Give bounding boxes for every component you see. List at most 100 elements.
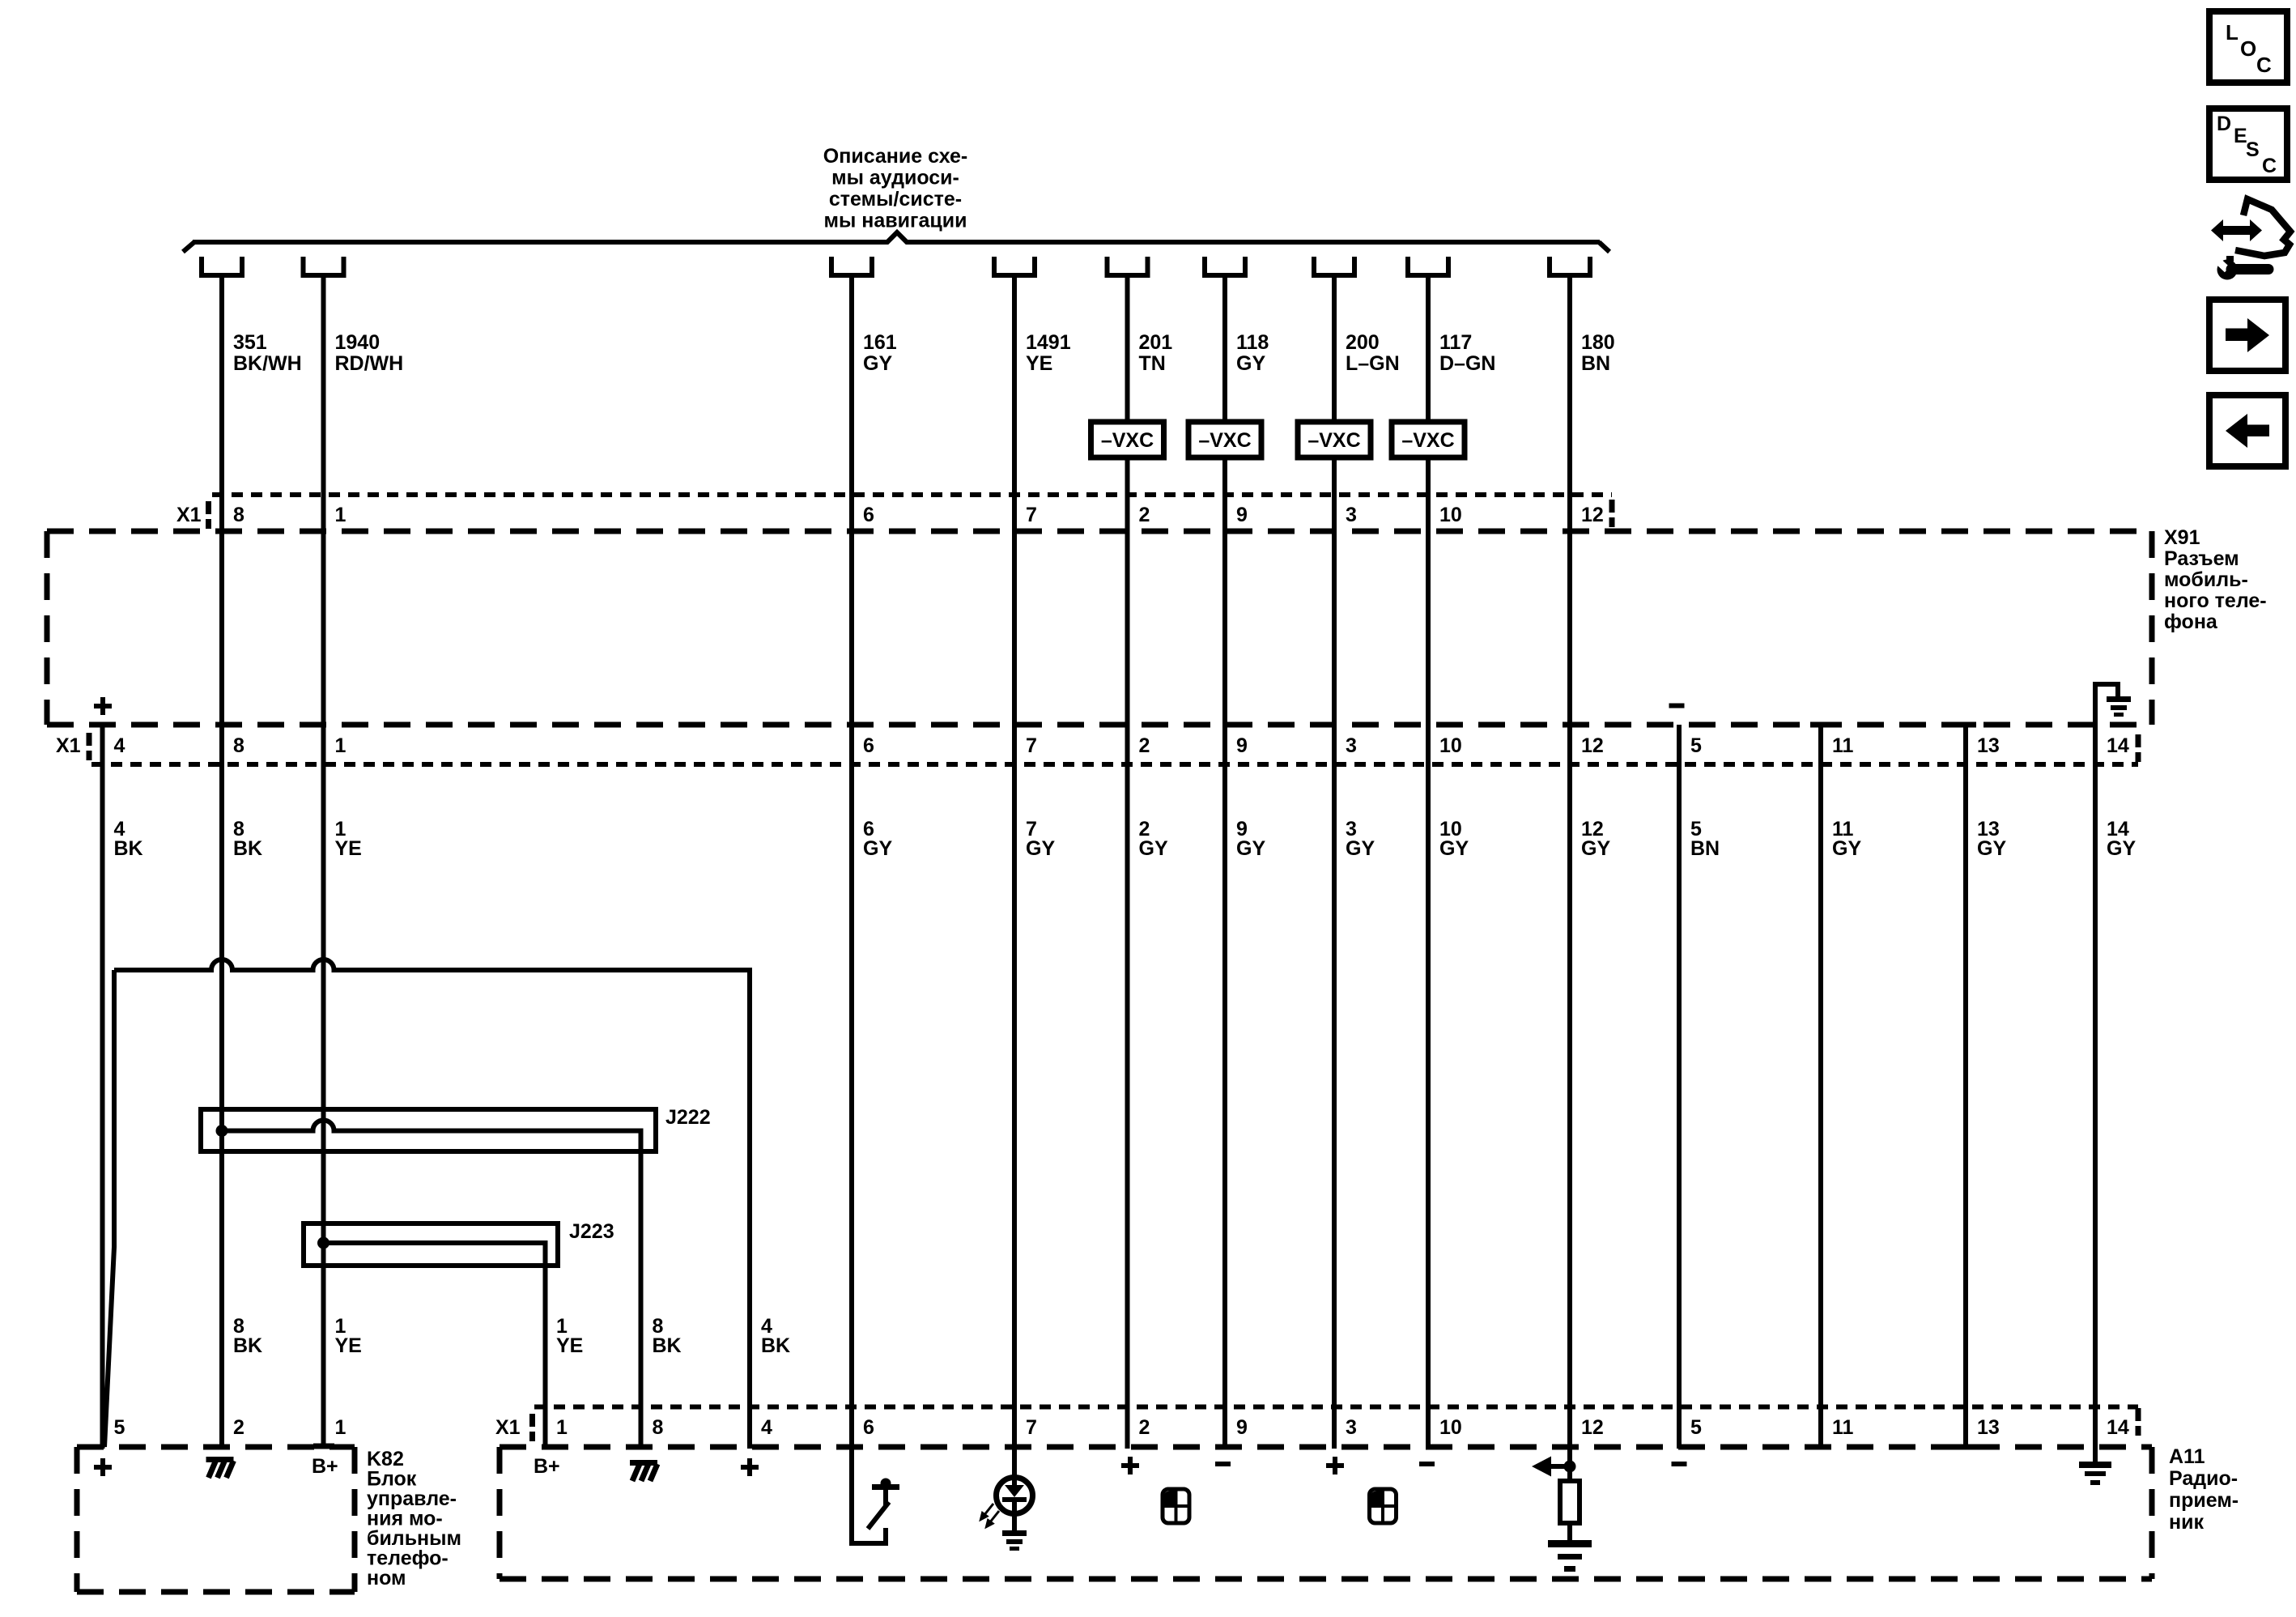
svg-text:–VXC: –VXC xyxy=(1401,429,1454,452)
svg-text:117: 117 xyxy=(1439,331,1472,354)
svg-text:180: 180 xyxy=(1581,331,1615,354)
svg-text:201: 201 xyxy=(1139,331,1173,354)
svg-text:GY: GY xyxy=(2107,837,2136,860)
svg-text:1491: 1491 xyxy=(1026,331,1071,354)
svg-text:GY: GY xyxy=(863,837,892,860)
svg-text:8: 8 xyxy=(233,734,244,757)
svg-text:D: D xyxy=(2217,113,2231,135)
svg-text:12: 12 xyxy=(1581,734,1604,757)
svg-text:4: 4 xyxy=(761,1416,772,1439)
svg-text:ния мо-: ния мо- xyxy=(367,1508,443,1530)
svg-text:GY: GY xyxy=(1439,837,1469,860)
svg-text:11: 11 xyxy=(1832,818,1854,840)
svg-text:J222: J222 xyxy=(665,1106,711,1129)
svg-text:RD/WH: RD/WH xyxy=(335,352,404,375)
svg-text:6: 6 xyxy=(863,504,874,526)
svg-text:ного теле-: ного теле- xyxy=(2164,589,2267,612)
svg-text:GY: GY xyxy=(1236,352,1265,375)
svg-text:2: 2 xyxy=(1139,504,1150,526)
svg-text:BK: BK xyxy=(233,837,262,860)
svg-text:L–GN: L–GN xyxy=(1346,352,1400,375)
svg-text:мы навигации: мы навигации xyxy=(824,210,967,232)
svg-text:2: 2 xyxy=(1139,1416,1150,1439)
svg-text:телефо-: телефо- xyxy=(367,1547,449,1570)
svg-text:8: 8 xyxy=(653,1416,664,1439)
svg-text:6: 6 xyxy=(863,734,874,757)
svg-text:9: 9 xyxy=(1236,818,1248,840)
svg-text:GY: GY xyxy=(1139,837,1168,860)
svg-text:мы аудиоси-: мы аудиоси- xyxy=(831,167,959,189)
svg-text:7: 7 xyxy=(1026,818,1037,840)
svg-text:9: 9 xyxy=(1236,1416,1248,1439)
svg-text:6: 6 xyxy=(863,818,874,840)
svg-text:фона: фона xyxy=(2164,611,2218,633)
svg-text:13: 13 xyxy=(1977,818,2000,840)
svg-text:ник: ник xyxy=(2169,1511,2204,1534)
svg-text:3: 3 xyxy=(1346,504,1357,526)
svg-text:BK: BK xyxy=(114,837,143,860)
svg-text:1: 1 xyxy=(335,1416,347,1439)
svg-text:10: 10 xyxy=(1439,734,1462,757)
svg-text:Блок: Блок xyxy=(367,1468,417,1491)
svg-text:3: 3 xyxy=(1346,1416,1357,1439)
svg-text:X1: X1 xyxy=(495,1416,521,1439)
svg-text:YE: YE xyxy=(1026,352,1052,375)
svg-text:–VXC: –VXC xyxy=(1198,429,1251,452)
svg-text:4: 4 xyxy=(114,734,125,757)
svg-text:8: 8 xyxy=(233,1315,244,1338)
svg-text:Разъем: Разъем xyxy=(2164,547,2239,570)
svg-text:K82: K82 xyxy=(367,1448,404,1470)
svg-text:мобиль-: мобиль- xyxy=(2164,568,2248,591)
svg-text:1: 1 xyxy=(335,504,347,526)
svg-text:9: 9 xyxy=(1236,504,1248,526)
svg-text:GY: GY xyxy=(1026,837,1055,860)
svg-text:13: 13 xyxy=(1977,1416,2000,1439)
svg-text:S: S xyxy=(2246,138,2260,161)
svg-text:12: 12 xyxy=(1581,818,1604,840)
svg-text:A11: A11 xyxy=(2169,1445,2205,1468)
svg-text:10: 10 xyxy=(1439,504,1462,526)
svg-text:14: 14 xyxy=(2107,818,2129,840)
svg-text:бильным: бильным xyxy=(367,1527,461,1550)
svg-text:351: 351 xyxy=(233,331,267,354)
svg-text:12: 12 xyxy=(1581,1416,1604,1439)
svg-text:11: 11 xyxy=(1832,734,1854,757)
svg-text:GY: GY xyxy=(1581,837,1610,860)
svg-text:7: 7 xyxy=(1026,1416,1037,1439)
svg-text:1: 1 xyxy=(335,734,347,757)
svg-text:5: 5 xyxy=(1690,818,1702,840)
svg-text:BK: BK xyxy=(761,1334,790,1357)
svg-text:–VXC: –VXC xyxy=(1307,429,1360,452)
svg-text:ном: ном xyxy=(367,1567,406,1589)
svg-text:1: 1 xyxy=(556,1315,568,1338)
svg-text:GY: GY xyxy=(1236,837,1265,860)
svg-text:2: 2 xyxy=(1139,734,1150,757)
svg-text:GY: GY xyxy=(863,352,892,375)
svg-text:–VXC: –VXC xyxy=(1101,429,1154,452)
svg-text:1940: 1940 xyxy=(335,331,381,354)
svg-text:7: 7 xyxy=(1026,734,1037,757)
svg-text:200: 200 xyxy=(1346,331,1380,354)
svg-text:5: 5 xyxy=(114,1416,125,1439)
svg-text:O: O xyxy=(2240,36,2256,61)
svg-text:14: 14 xyxy=(2107,734,2129,757)
svg-text:GY: GY xyxy=(1346,837,1375,860)
svg-text:2: 2 xyxy=(1139,818,1150,840)
svg-text:E: E xyxy=(2234,125,2247,147)
svg-text:4: 4 xyxy=(114,818,125,840)
svg-text:BK/WH: BK/WH xyxy=(233,352,302,375)
svg-text:BK: BK xyxy=(653,1334,682,1357)
svg-text:YE: YE xyxy=(556,1334,583,1357)
svg-text:3: 3 xyxy=(1346,818,1357,840)
svg-text:управле-: управле- xyxy=(367,1487,457,1510)
svg-text:B+: B+ xyxy=(534,1455,560,1478)
svg-text:прием-: прием- xyxy=(2169,1489,2239,1512)
svg-text:9: 9 xyxy=(1236,734,1248,757)
svg-text:C: C xyxy=(2262,155,2277,177)
svg-text:12: 12 xyxy=(1581,504,1604,526)
svg-text:118: 118 xyxy=(1236,331,1269,354)
svg-text:Радио-: Радио- xyxy=(2169,1467,2238,1490)
svg-text:Описание схе-: Описание схе- xyxy=(823,145,967,168)
svg-text:GY: GY xyxy=(1832,837,1861,860)
svg-text:D–GN: D–GN xyxy=(1439,352,1495,375)
